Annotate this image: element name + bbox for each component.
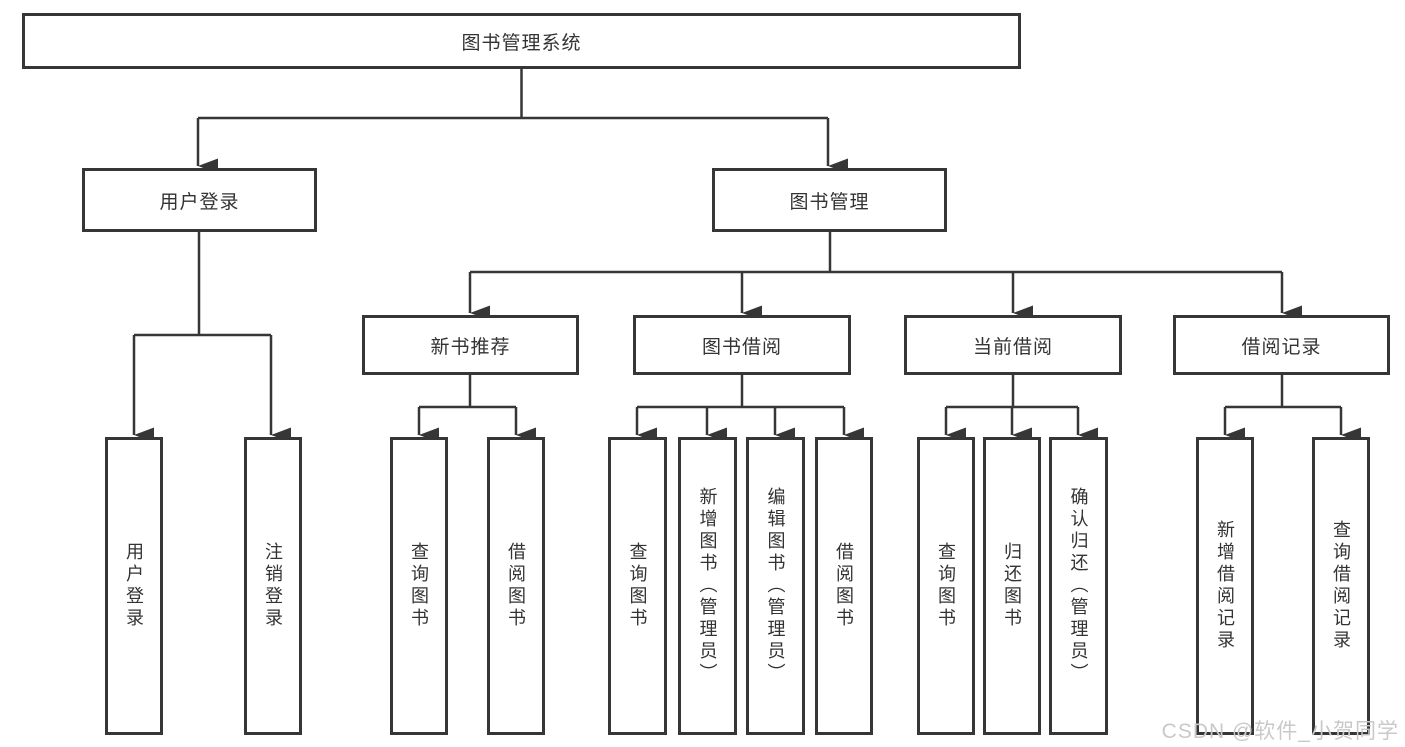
- leaf-label: 查询图书: [936, 542, 956, 630]
- node-label: 新书推荐: [430, 336, 511, 358]
- leaf-label: 新增借阅记录: [1215, 520, 1235, 652]
- leaf-label: 归还图书: [1002, 542, 1022, 630]
- leaf-confirm-return-admin: 确认归还（管理员）: [1049, 437, 1108, 735]
- leaf-logout: 注销登录: [244, 437, 302, 735]
- leaf-edit-book-admin: 编辑图书（管理员）: [746, 437, 805, 735]
- leaf-label: 借阅图书: [506, 542, 526, 630]
- node-label: 当前借阅: [972, 336, 1053, 358]
- node-current-borrow: 当前借阅: [904, 315, 1122, 375]
- node-label: 图书借阅: [701, 336, 782, 358]
- leaf-add-borrow-record: 新增借阅记录: [1196, 437, 1254, 735]
- leaf-label: 借阅图书: [834, 542, 854, 630]
- node-new-book-recommend: 新书推荐: [362, 315, 579, 375]
- node-label: 借阅记录: [1241, 336, 1322, 358]
- leaf-query-borrow-record: 查询借阅记录: [1312, 437, 1370, 735]
- node-label: 图书管理系统: [461, 32, 582, 54]
- leaf-label: 编辑图书（管理员）: [765, 487, 786, 685]
- node-library-management-system: 图书管理系统: [22, 13, 1021, 69]
- node-book-management: 图书管理: [712, 168, 947, 232]
- leaf-borrow-books-recommend: 借阅图书: [487, 437, 545, 735]
- leaf-label: 查询图书: [627, 542, 648, 630]
- leaf-label: 注销登录: [263, 542, 283, 630]
- node-label: 用户登录: [159, 191, 240, 213]
- csdn-watermark: CSDN @软件_小贺同学: [1161, 720, 1399, 743]
- node-borrow-records: 借阅记录: [1173, 315, 1390, 375]
- leaf-label: 用户登录: [124, 542, 144, 630]
- leaf-label: 查询图书: [409, 542, 429, 630]
- leaf-return-book: 归还图书: [983, 437, 1041, 735]
- leaf-user-login: 用户登录: [105, 437, 163, 735]
- node-label: 图书管理: [789, 191, 870, 213]
- leaf-label: 查询借阅记录: [1331, 520, 1351, 652]
- leaf-label: 确认归还（管理员）: [1068, 487, 1089, 685]
- leaf-borrow-books: 借阅图书: [815, 437, 873, 735]
- leaf-query-books-recommend: 查询图书: [390, 437, 448, 735]
- leaf-query-books-borrow: 查询图书: [608, 437, 667, 735]
- leaf-query-books-current: 查询图书: [917, 437, 975, 735]
- node-user-login: 用户登录: [82, 168, 317, 232]
- node-book-borrow: 图书借阅: [633, 315, 851, 375]
- leaf-add-book-admin: 新增图书（管理员）: [678, 437, 737, 735]
- leaf-label: 新增图书（管理员）: [697, 487, 718, 685]
